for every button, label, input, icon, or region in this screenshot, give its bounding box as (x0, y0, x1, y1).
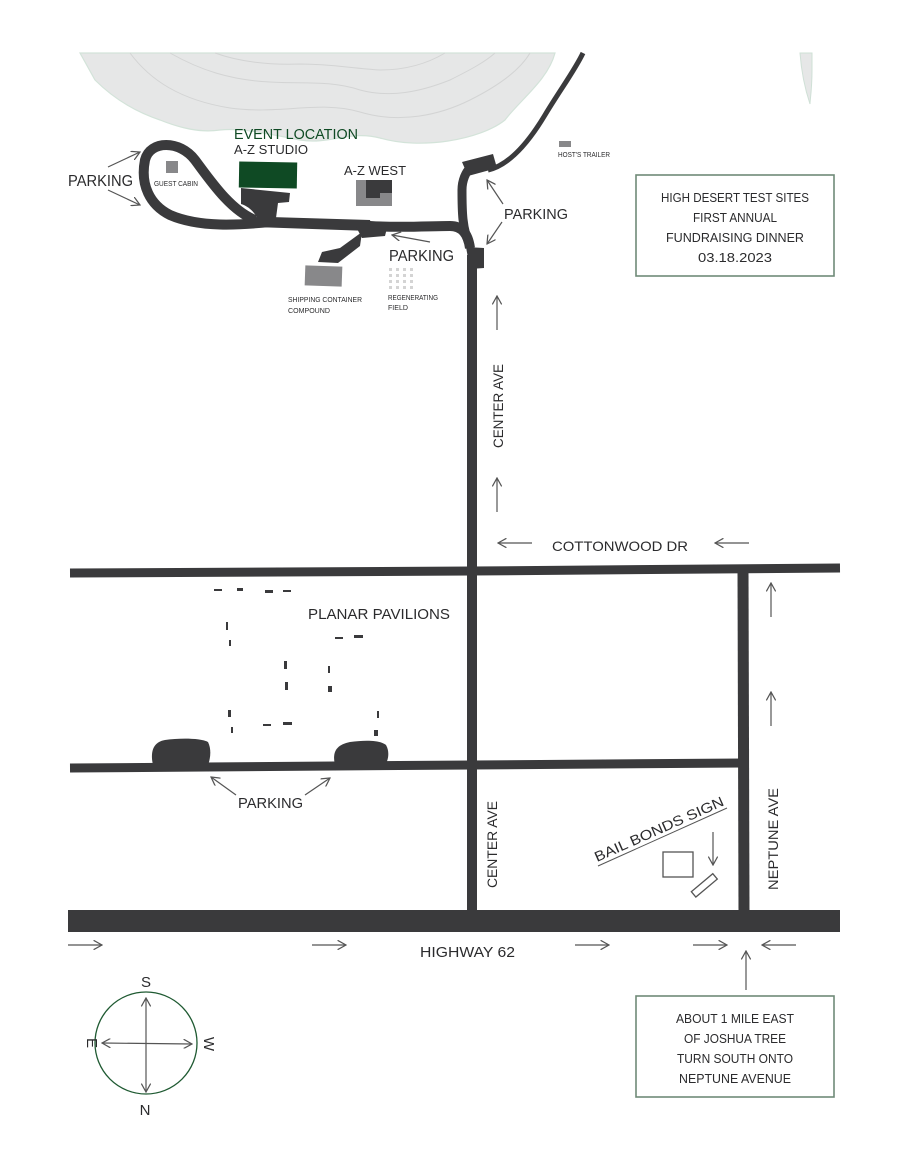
compass-label-right: W (200, 1037, 217, 1052)
parking-pad-pavilion-west (151, 738, 211, 765)
building-shipping-container (304, 265, 343, 287)
compass-ring (94, 991, 198, 1095)
parking-pad-east-top (462, 154, 497, 176)
building-az-studio (238, 161, 298, 189)
label-shipping-compound: COMPOUND (288, 308, 330, 315)
arrow-icon (487, 180, 504, 205)
hill-contour-1 (129, 52, 531, 118)
event-info-line-1: HIGH DESERT TEST SITES (661, 190, 809, 205)
directions-line-3: TURN SOUTH ONTO (677, 1051, 793, 1066)
label-event-location: EVENT LOCATION (234, 126, 358, 143)
building-bail-bonds (662, 851, 694, 878)
parking-pads (151, 154, 497, 765)
parking-pad-east-bottom (466, 247, 484, 269)
compass-arrow-ew-icon (102, 1043, 192, 1044)
building-az-west-inner (366, 180, 392, 198)
label-hosts-trailer: HOST'S TRAILER (558, 152, 610, 159)
hill-right (799, 52, 813, 105)
bail-bonds-sign-marker (690, 872, 719, 898)
event-info-box: HIGH DESERT TEST SITES FIRST ANNUAL FUND… (635, 174, 835, 277)
event-info-line-3: FUNDRAISING DINNER (666, 230, 804, 245)
event-info-line-2: FIRST ANNUAL (693, 210, 777, 225)
label-parking-loop: PARKING (68, 173, 133, 190)
label-az-studio: A-Z STUDIO (234, 142, 308, 157)
regenerating-field-grid (389, 268, 413, 289)
street-center-ave-north: CENTER AVE (490, 364, 506, 448)
arrow-icon (107, 189, 140, 205)
directions-box: ABOUT 1 MILE EAST OF JOSHUA TREE TURN SO… (635, 995, 835, 1098)
hill-contour-3 (214, 52, 446, 71)
arrow-icon (107, 152, 140, 168)
label-planar-pavilions: PLANAR PAVILIONS (308, 606, 450, 623)
parking-pad-container (318, 232, 362, 263)
label-bail-bonds-sign: BAIL BONDS SIGN (592, 793, 726, 865)
compass-label-top: S (141, 974, 151, 991)
label-guest-cabin: GUEST CABIN (154, 181, 198, 188)
directions-line-1: ABOUT 1 MILE EAST (676, 1011, 794, 1026)
terrain-hills (78, 52, 813, 144)
arrow-icon (392, 235, 431, 243)
buildings (166, 141, 719, 898)
road-east-connector (457, 164, 475, 248)
bail-bonds-underline (597, 807, 728, 867)
direction-arrows (68, 152, 796, 990)
directions-line-2: OF JOSHUA TREE (684, 1031, 786, 1046)
label-parking-pavilions: PARKING (238, 795, 303, 812)
parking-pad-center (355, 224, 388, 238)
label-parking-center: PARKING (389, 248, 454, 265)
parking-pad-pavilion-east (334, 740, 389, 765)
road-highway-62 (68, 910, 840, 932)
street-neptune-ave: NEPTUNE AVE (765, 788, 781, 890)
building-guest-cabin (166, 161, 178, 173)
road-north-curve (487, 51, 586, 173)
event-info-date: 03.18.2023 (698, 250, 772, 265)
building-hosts-trailer (559, 141, 571, 147)
road-neptune (737, 569, 750, 913)
arrow-icon (211, 777, 237, 796)
road-loop (138, 140, 371, 230)
street-highway-62: HIGHWAY 62 (420, 944, 515, 961)
hill-contour-2 (169, 52, 496, 95)
road-south (69, 758, 744, 773)
compass-label-left: E (83, 1038, 100, 1048)
parking-pad-studio (241, 188, 290, 220)
planar-pavilions-markers (214, 588, 379, 736)
arrow-icon (487, 221, 503, 244)
roads (68, 51, 841, 932)
arrow-icon (304, 778, 330, 796)
street-cottonwood-dr: COTTONWOOD DR (552, 538, 688, 554)
label-shipping-container: SHIPPING CONTAINER (288, 297, 362, 304)
street-center-ave-south: CENTER AVE (484, 801, 500, 888)
hill-outer (78, 52, 556, 144)
label-az-west: A-Z WEST (344, 163, 406, 178)
road-cottonwood (69, 563, 841, 578)
compass-label-bottom: N (140, 1102, 151, 1119)
directions-line-4: NEPTUNE AVENUE (679, 1071, 791, 1086)
label-parking-east: PARKING (504, 206, 568, 223)
compass-rose: S N E W (83, 974, 217, 1119)
label-regenerating-field: FIELD (388, 305, 408, 312)
label-regenerating: REGENERATING (388, 295, 438, 302)
